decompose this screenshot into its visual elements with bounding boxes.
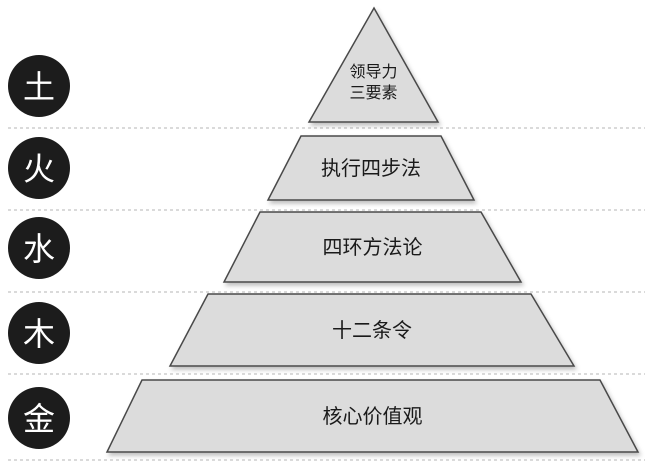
pyramid-tier-3 (222, 211, 523, 283)
pyramid-tier-1 (307, 6, 440, 123)
element-circle-4 (8, 302, 70, 364)
element-circle-3 (8, 217, 70, 279)
element-label-1: 土 (23, 68, 55, 106)
tier-label-1-line-2: 三要素 (349, 83, 397, 102)
pyramid-tier-4 (168, 293, 576, 367)
element-circle-2 (8, 137, 70, 199)
tier-label-2: 执行四步法 (321, 156, 421, 180)
pyramid-tier-5 (105, 379, 640, 453)
element-label-5: 金 (23, 400, 55, 438)
tier-label-4: 十二条令 (332, 318, 412, 342)
element-circle-1 (8, 55, 70, 117)
element-label-3: 水 (23, 230, 55, 268)
tier-label-3: 四环方法论 (323, 235, 423, 259)
tier-label-1-line-1: 领导力 (349, 62, 397, 81)
pyramid-tier-2 (266, 135, 476, 201)
element-label-4: 木 (23, 315, 55, 353)
tier-label-5: 核心价值观 (323, 404, 423, 428)
element-label-2: 火 (23, 150, 55, 188)
element-circle-5 (8, 387, 70, 449)
